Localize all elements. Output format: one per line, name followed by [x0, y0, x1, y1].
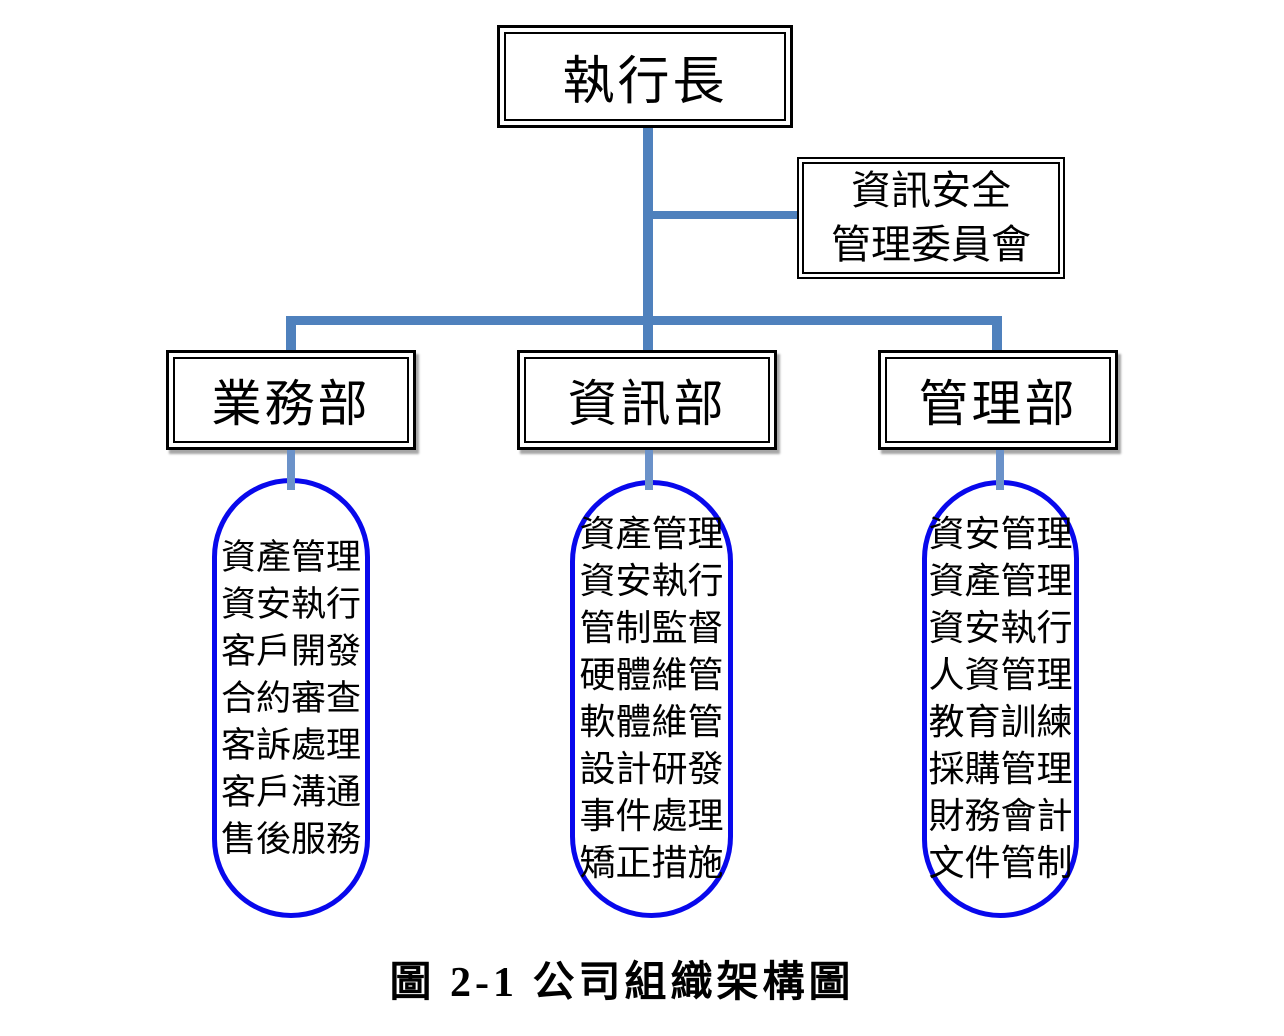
connector-management-functions [996, 450, 1004, 490]
function-item: 設計研發 [579, 749, 724, 789]
node-dept-it: 資訊部 [517, 350, 777, 450]
connector-committee-branch [648, 211, 797, 219]
function-item: 教育訓練 [928, 702, 1073, 742]
node-dept-management: 管理部 [878, 350, 1118, 450]
function-item: 人資管理 [928, 655, 1073, 695]
node-committee: 資訊安全 管理委員會 [797, 157, 1065, 279]
function-item: 資安執行 [928, 608, 1073, 648]
function-item: 硬體維管 [579, 655, 724, 695]
figure-caption: 圖 2-1 公司組織架構圖 [389, 960, 855, 1006]
node-ceo-label: 執行長 [562, 54, 728, 111]
function-item: 採購管理 [928, 749, 1073, 789]
node-ceo: 執行長 [497, 25, 793, 128]
function-item: 矯正措施 [579, 843, 724, 883]
function-item: 文件管制 [928, 843, 1073, 883]
functions-it: 資產管理 資安執行 管制監督 硬體維管 軟體維管 設計研發 事件處理 矯正措施 [570, 480, 733, 918]
function-item: 資安管理 [928, 514, 1073, 554]
connector-departments-bar [286, 316, 1002, 325]
function-item: 客戶溝通 [220, 772, 361, 812]
function-item: 客戶開發 [220, 631, 361, 671]
function-item: 軟體維管 [579, 702, 724, 742]
function-item: 資產管理 [220, 537, 361, 577]
connector-drop-business [286, 316, 296, 352]
node-dept-business: 業務部 [166, 350, 416, 450]
connector-drop-management [992, 316, 1002, 352]
function-item: 售後服務 [220, 819, 361, 859]
function-item: 資產管理 [928, 561, 1073, 601]
node-dept-business-label: 業務部 [211, 376, 371, 432]
node-committee-label-line2: 管理委員會 [831, 222, 1031, 267]
connector-ceo-trunk [643, 128, 653, 352]
function-item: 事件處理 [579, 796, 724, 836]
connector-it-functions [645, 450, 653, 490]
node-dept-management-inner-border: 管理部 [885, 357, 1111, 443]
node-committee-label-line1: 資訊安全 [851, 168, 1011, 213]
node-dept-it-label: 資訊部 [567, 376, 727, 432]
function-item: 管制監督 [579, 608, 724, 648]
function-item: 合約審查 [220, 678, 361, 718]
function-item: 資安執行 [579, 561, 724, 601]
function-item: 資產管理 [579, 514, 724, 554]
functions-management: 資安管理 資產管理 資安執行 人資管理 教育訓練 採購管理 財務會計 文件管制 [922, 480, 1079, 918]
functions-business: 資產管理 資安執行 客戶開發 合約審查 客訴處理 客戶溝通 售後服務 [212, 478, 370, 918]
node-dept-management-label: 管理部 [918, 376, 1078, 432]
node-dept-business-inner-border: 業務部 [173, 357, 409, 443]
node-ceo-inner-border: 執行長 [504, 32, 786, 121]
function-item: 資安執行 [220, 584, 361, 624]
function-item: 客訴處理 [220, 725, 361, 765]
connector-business-functions [287, 450, 295, 490]
node-dept-it-inner-border: 資訊部 [524, 357, 770, 443]
node-committee-inner-border: 資訊安全 管理委員會 [802, 162, 1060, 274]
function-item: 財務會計 [928, 796, 1073, 836]
